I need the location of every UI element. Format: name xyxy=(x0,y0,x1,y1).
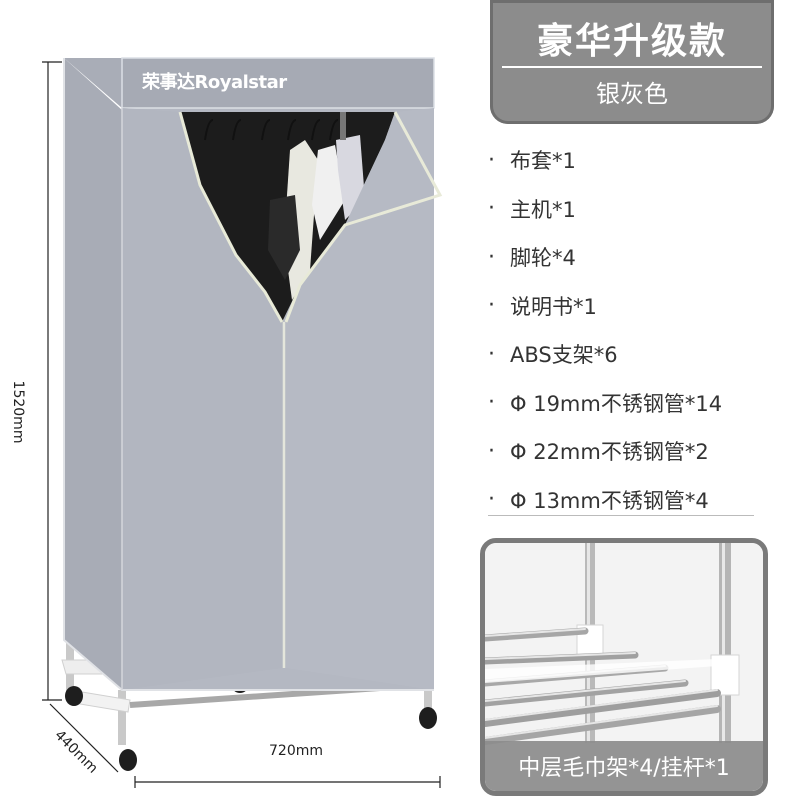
parts-divider xyxy=(488,515,754,516)
list-item: · 说明书*1 xyxy=(488,282,788,331)
part-label: Φ 22mm不锈钢管*2 xyxy=(510,440,709,465)
wardrobe-dryer-drawing xyxy=(42,57,443,788)
bullet-icon: · xyxy=(488,390,495,416)
bullet-icon: · xyxy=(488,244,495,270)
list-item: · Φ 13mm不锈钢管*4 xyxy=(488,476,788,525)
part-label: 说明书*1 xyxy=(510,294,597,319)
part-label: Φ 13mm不锈钢管*4 xyxy=(510,488,709,513)
list-item: · ABS支架*6 xyxy=(488,330,788,379)
bullet-icon: · xyxy=(488,487,495,513)
product-illustration: 荣事达Royalstar 1520mm 440mm 720mm xyxy=(10,57,443,788)
height-dimension-label: 1520mm xyxy=(10,380,26,444)
width-dimension-label: 720mm xyxy=(269,743,323,759)
dimension-lines xyxy=(42,61,441,788)
bullet-icon: · xyxy=(488,341,495,367)
variant-title-badge: 豪华升级款 银灰色 xyxy=(490,0,774,124)
variant-color: 银灰色 xyxy=(596,80,668,108)
fabric-cover xyxy=(63,57,443,691)
list-item: · 主机*1 xyxy=(488,185,788,234)
part-label: 布套*1 xyxy=(510,149,576,174)
bullet-icon: · xyxy=(488,438,495,464)
bullet-icon: · xyxy=(488,196,495,222)
parts-list: · 布套*1 · 主机*1 · 脚轮*4 · 说明书*1 · ABS支架*6 · Φ 19m… xyxy=(488,136,788,524)
part-label: 主机*1 xyxy=(510,197,576,222)
list-item: · 脚轮*4 xyxy=(488,233,788,282)
list-item: · 布套*1 xyxy=(488,136,788,185)
list-item: · Φ 22mm不锈钢管*2 xyxy=(488,427,788,476)
title-divider xyxy=(502,66,762,68)
variant-title: 豪华升级款 xyxy=(536,21,727,62)
part-label: Φ 19mm不锈钢管*14 xyxy=(510,391,723,416)
brand-logo: 荣事达Royalstar xyxy=(142,72,287,93)
detail-photo: 中层毛巾架*4/挂杆*1 xyxy=(480,538,768,796)
list-item: · Φ 19mm不锈钢管*14 xyxy=(488,379,788,428)
detail-caption: 中层毛巾架*4/挂杆*1 xyxy=(485,741,763,791)
bullet-icon: · xyxy=(488,147,495,173)
part-label: ABS支架*6 xyxy=(510,343,618,368)
part-label: 脚轮*4 xyxy=(510,246,576,271)
bullet-icon: · xyxy=(488,293,495,319)
